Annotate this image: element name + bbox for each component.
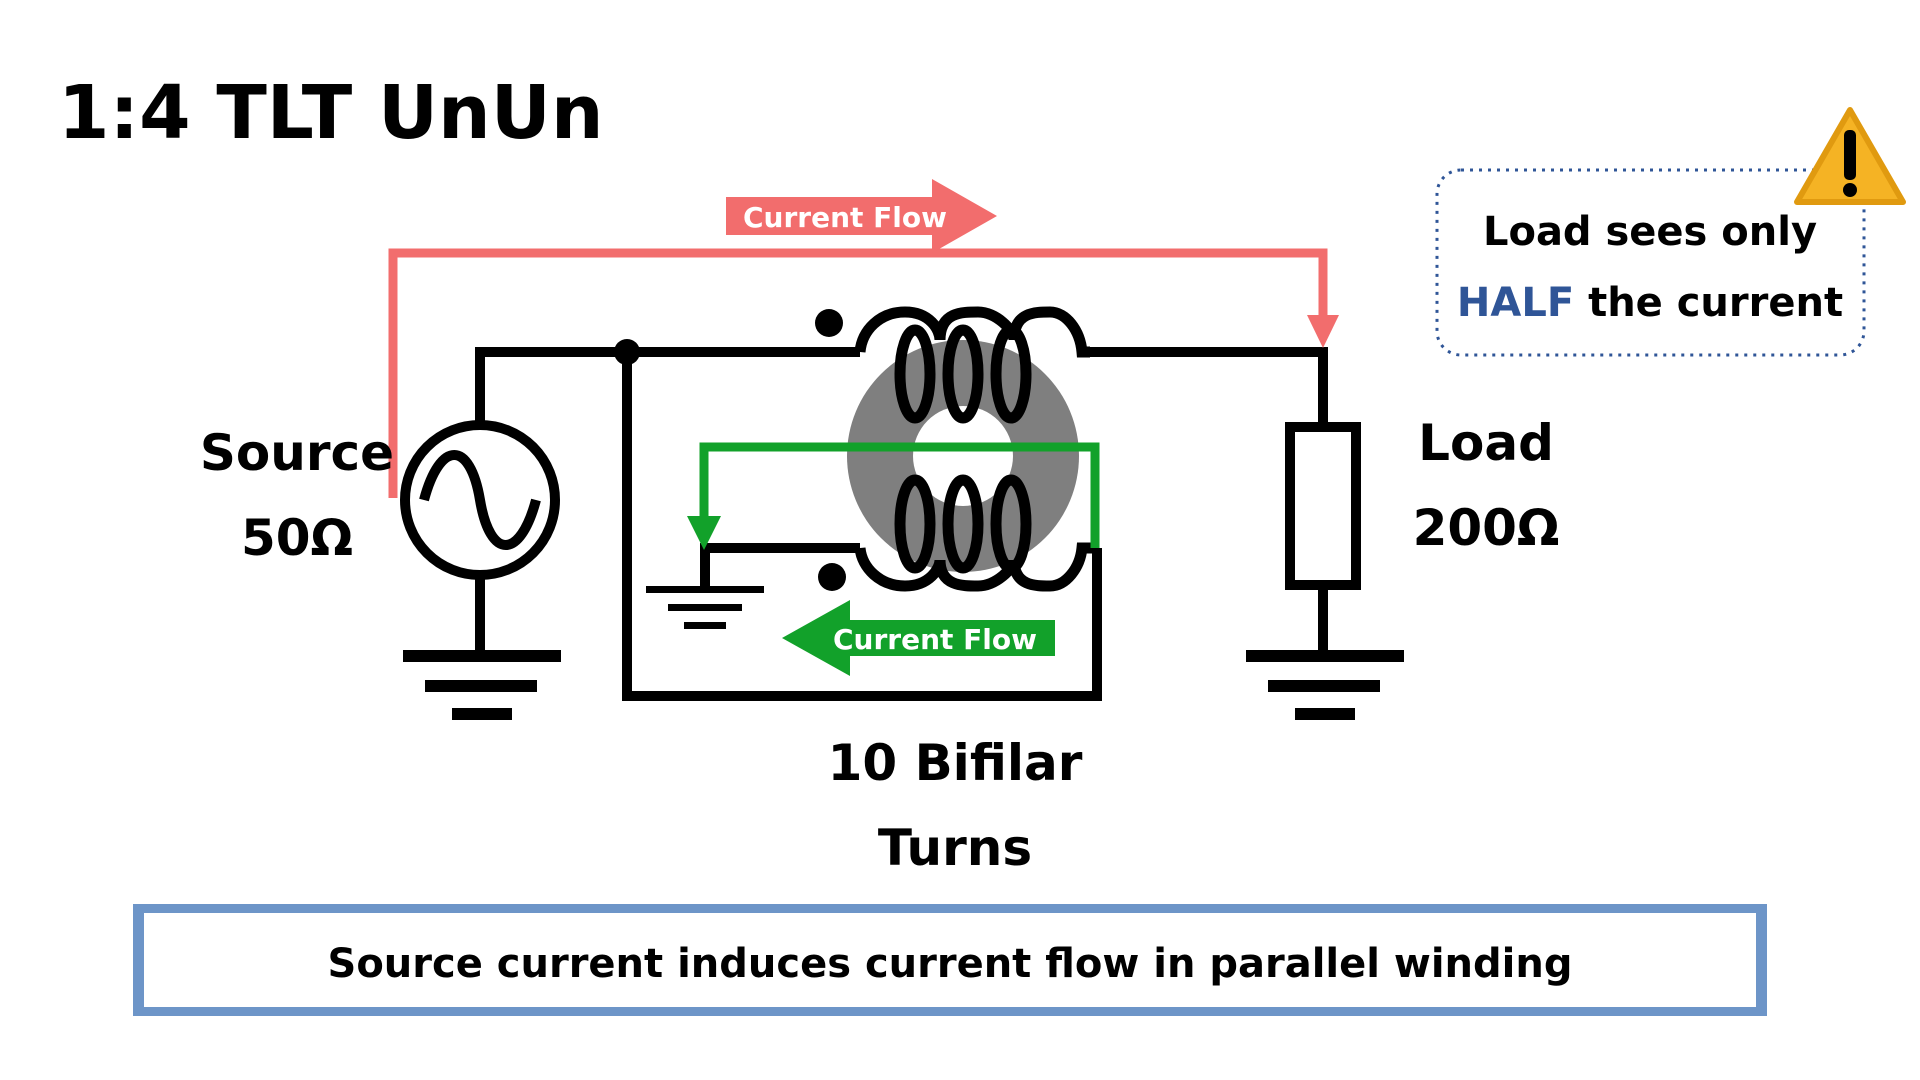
source-label: Source [200, 424, 394, 482]
caption-box: Source current induces current flow in p… [133, 904, 1767, 1016]
source-impedance: 50Ω [241, 509, 353, 567]
polarity-dot-top [815, 309, 843, 337]
load-impedance: 200Ω [1413, 499, 1560, 557]
callout-line-2: HALF the current [1457, 280, 1843, 326]
induced-current-path [687, 442, 1100, 550]
load-resistor [1285, 422, 1361, 590]
junction-dot [614, 339, 640, 365]
ferrite-core [847, 340, 1079, 572]
winding-turns-label-2: Turns [878, 819, 1032, 877]
callout-line-2-rest: the current [1574, 280, 1843, 326]
caption-text: Source current induces current flow in p… [328, 941, 1573, 987]
warning-icon [1794, 107, 1906, 205]
half-current-callout: Load sees only HALF the current [1435, 168, 1866, 357]
load-label: Load [1418, 414, 1554, 472]
callout-line-1: Load sees only [1483, 209, 1817, 255]
ac-source-symbol [400, 420, 560, 580]
source-current-path [388, 248, 1339, 498]
current-flow-label-top: Current Flow [743, 201, 947, 234]
top-winding-coil [854, 306, 1090, 424]
source-ground-icon [403, 650, 561, 720]
current-flow-arrow-top: Current Flow [726, 179, 997, 253]
current-flow-arrow-bottom: Current Flow [782, 600, 1055, 676]
polarity-dot-bottom [818, 563, 846, 591]
winding-ground-icon [646, 586, 764, 629]
callout-highlight: HALF [1457, 280, 1574, 326]
page-title: 1:4 TLT UnUn [58, 70, 604, 156]
current-flow-label-bottom: Current Flow [833, 623, 1037, 656]
load-ground-icon [1246, 650, 1404, 720]
winding-turns-label: 10 Bifilar [828, 734, 1083, 792]
bottom-winding-coil [854, 474, 1097, 592]
